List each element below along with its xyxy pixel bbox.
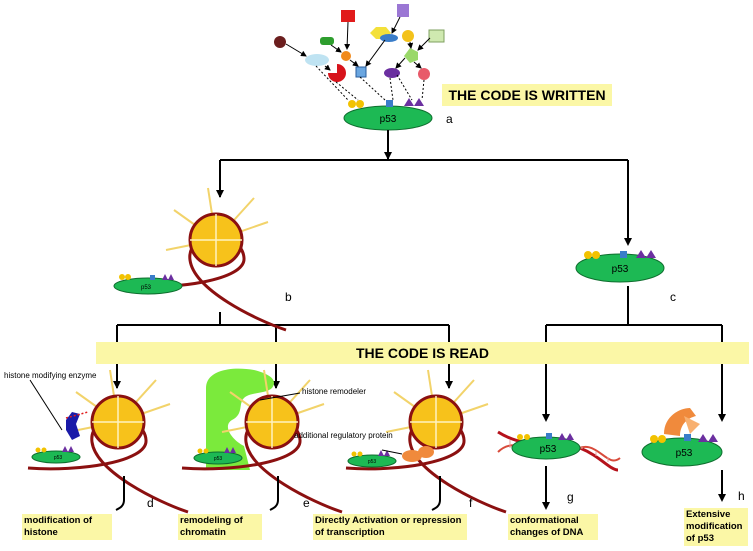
p53-label-d: p53 bbox=[54, 455, 63, 461]
panel-letter-a: a bbox=[446, 112, 453, 126]
p53-label-a: p53 bbox=[380, 114, 397, 125]
branch-arrowheads bbox=[113, 152, 726, 422]
p53-label-b: p53 bbox=[141, 285, 152, 291]
nucleosome-panel-d bbox=[26, 368, 190, 514]
banner-code-written: THE CODE IS WRITTEN bbox=[442, 84, 612, 106]
panel-letter-c: c bbox=[670, 290, 676, 304]
branch-lines bbox=[116, 130, 723, 420]
p53-label-e: p53 bbox=[214, 456, 223, 462]
dna-panel-g bbox=[497, 430, 621, 472]
label-histone-remodeler: histone remodeler bbox=[302, 387, 367, 396]
label-additional-regulatory-protein: additional regulatory protein bbox=[294, 431, 393, 440]
p53-panel-a bbox=[343, 98, 433, 131]
p53-label-c: p53 bbox=[612, 264, 629, 275]
caption-remodeling-of-chromatin: remodeling of chromatin bbox=[178, 514, 262, 540]
result-hooks bbox=[115, 466, 723, 511]
panel-letter-g: g bbox=[567, 490, 574, 504]
panel-letter-d: d bbox=[147, 496, 154, 510]
result-arrowheads bbox=[542, 494, 726, 510]
nucleosome-panel-b bbox=[113, 186, 288, 332]
p53-label-h: p53 bbox=[676, 448, 693, 459]
caption-extensive-modification: Extensive modification of p53 bbox=[684, 508, 748, 546]
p53-label-g: p53 bbox=[540, 444, 557, 455]
modifier-cluster bbox=[274, 4, 445, 101]
p53-panel-c bbox=[575, 250, 665, 283]
panel-letter-h: h bbox=[738, 489, 745, 503]
caption-direct-activation: Directly Activation or repression of tra… bbox=[313, 514, 467, 540]
p53-panel-h bbox=[641, 408, 723, 467]
panel-letter-e: e bbox=[303, 496, 310, 510]
panel-letter-f: f bbox=[469, 496, 473, 510]
caption-conformational-changes: conformational changes of DNA bbox=[508, 514, 598, 540]
p53-label-f: p53 bbox=[368, 459, 377, 465]
nucleosome-panel-f bbox=[344, 368, 508, 514]
banner-code-read: THE CODE IS READ bbox=[96, 342, 749, 364]
nucleosome-panel-e bbox=[180, 368, 344, 514]
label-histone-modifying-enzyme: histone modifying enzyme bbox=[4, 371, 97, 380]
caption-modification-of-histone: modification of histone bbox=[22, 514, 112, 540]
panel-letter-b: b bbox=[285, 290, 292, 304]
